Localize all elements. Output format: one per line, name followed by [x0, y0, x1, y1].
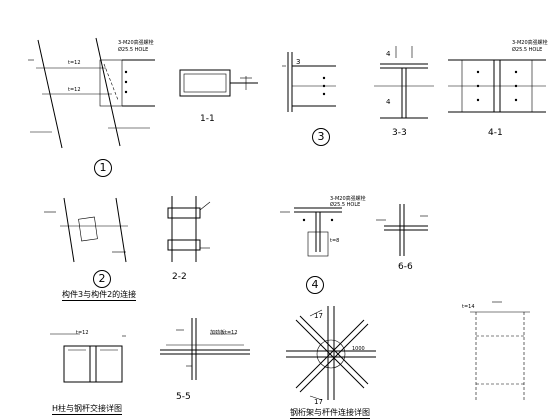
section-ref-3: 3	[296, 58, 301, 66]
section-label-5-5: 5-5	[176, 392, 191, 402]
section-label-1-1: 1-1	[200, 114, 215, 124]
plate-thickness-note-d: t=12	[76, 330, 89, 336]
detail-title-member-connection: 构件3与构件2的连接	[62, 290, 137, 301]
section-ref-4b: 4	[386, 98, 391, 106]
section-label-2-2: 2-2	[172, 272, 187, 282]
detail-3-drawing	[282, 52, 336, 112]
detail-4-drawing	[280, 207, 342, 257]
hole-spec-note-1: Ø25.5 HOLE	[118, 47, 149, 53]
dashed-plate-detail-drawing	[470, 301, 530, 400]
plate-thickness-note-b: t=12	[68, 87, 81, 93]
section-1-1-drawing	[179, 69, 258, 97]
section-6-6-drawing	[376, 204, 428, 256]
section-label-3-3: 3-3	[392, 128, 407, 138]
detail-number-2: 2	[93, 270, 111, 288]
section-3-3-drawing	[374, 46, 434, 119]
section-5-5-drawing	[160, 318, 250, 380]
hole-spec-note-detail-4: Ø25.5 HOLE	[330, 202, 361, 208]
detail-number-1: 1	[94, 159, 112, 177]
detail-number-3: 3	[312, 128, 330, 146]
bolt-spec-note-1: 3-M20高强螺栓	[118, 40, 154, 46]
stiffener-plate-note: 加劲板t=12	[210, 330, 238, 336]
plate-thickness-note-t8: t=8	[330, 238, 340, 244]
dimension-1000: 1000	[352, 346, 365, 352]
truss-member-number-top: 17	[314, 312, 323, 320]
detail-title-truss-node: 钢桁架与杆件连接详图	[290, 408, 370, 419]
plate-thickness-note-t14: t=14	[462, 304, 475, 310]
detail-2-drawing	[44, 197, 128, 263]
bolt-spec-note-4: 3-M20高强螺栓	[512, 40, 548, 46]
hole-spec-note-4: Ø25.5 HOLE	[512, 47, 543, 53]
plate-thickness-note-a: t=12	[68, 60, 81, 66]
section-4-1-drawing	[448, 59, 546, 113]
detail-title-h-column: H柱与钢杆交接详图	[52, 404, 123, 415]
detail-number-4: 4	[306, 276, 324, 294]
section-2-2-drawing	[167, 196, 211, 262]
section-label-4-1: 4-1	[488, 128, 503, 138]
bolt-spec-note-detail-4: 3-M20高强螺栓	[330, 196, 366, 202]
section-ref-4a: 4	[386, 50, 391, 58]
detail-1-drawing	[28, 37, 155, 149]
h-column-detail-drawing	[50, 333, 126, 383]
truss-member-number-bottom: 17	[314, 398, 323, 406]
truss-node-drawing	[286, 306, 376, 401]
section-label-6-6: 6-6	[398, 262, 413, 272]
